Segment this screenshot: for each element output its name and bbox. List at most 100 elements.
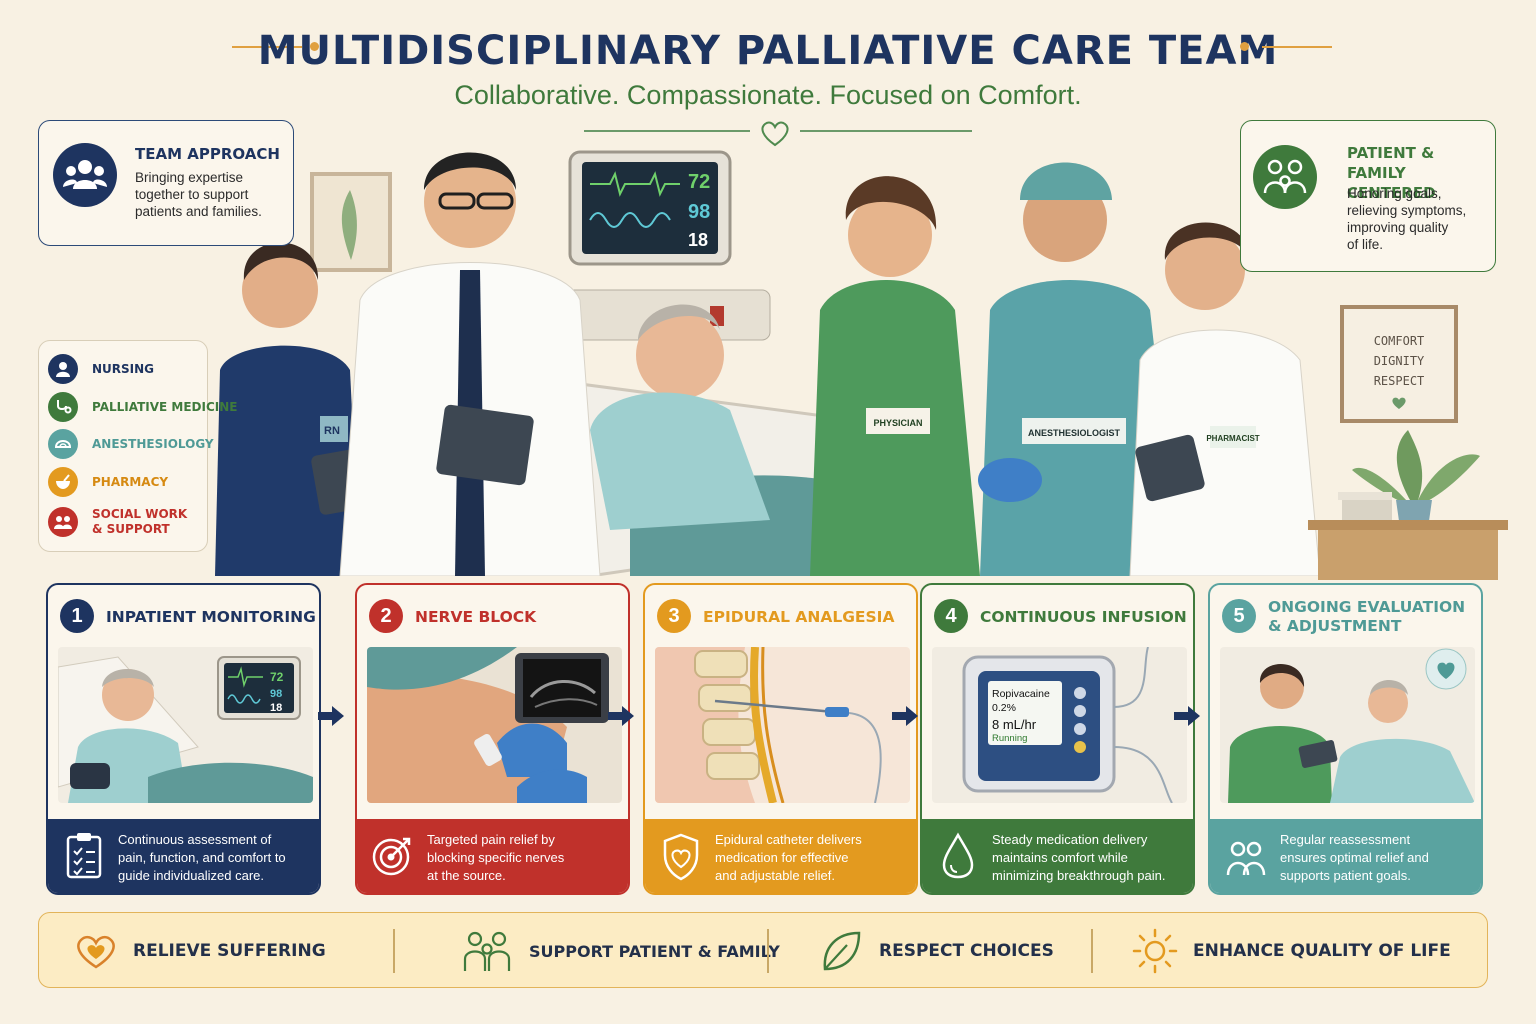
role-pharmacy: PHARMACY [48,467,168,497]
subtitle-divider-right [800,130,972,132]
picture-leaf [341,190,357,260]
svg-text:18: 18 [270,702,282,714]
arrow-right-icon [1174,706,1200,726]
title-ornament-left [232,46,302,48]
team-approach-title: TEAM APPROACH [135,145,280,163]
scrub-cap [1020,162,1112,200]
svg-text:98: 98 [270,688,282,700]
care-team-illustration: 72 98 18 RN PHYSICIAN ANESTHESIOLOGIST P… [215,150,1321,576]
people-icon [48,507,78,537]
arrow-right-icon [892,706,918,726]
evaluation-illustration [1220,647,1475,803]
svg-text:72: 72 [270,670,284,684]
separator [1091,929,1093,973]
step-inpatient-monitoring: 1 INPATIENT MONITORING 72 98 18 [46,583,321,895]
role-anesthesiology: ANESTHESIOLOGY [48,429,214,459]
team-icon [53,143,117,207]
team-approach-text: Bringing expertise together to support p… [135,170,262,219]
stethoscope-icon [48,392,78,422]
target-icon [372,837,411,876]
heart-icon [761,121,789,147]
step-footer: Epidural catheter delivers medication fo… [645,819,916,893]
heart-icon [1392,397,1406,409]
values-footer: RELIEVE SUFFERING SUPPORT PATIENT & FAMI… [38,912,1488,988]
infusion-pump-illustration: Ropivacaine 0.2% 8 mL/hr Running [932,647,1187,803]
separator [767,929,769,973]
nurse-badge: RN [324,425,340,437]
patient-family-title: PATIENT & FAMILY CENTERED [1347,144,1436,202]
family-icon [463,931,511,971]
drop-icon [942,832,974,879]
arrow-right-icon [608,706,634,726]
title-ornament-right [1262,46,1332,48]
step-description: Targeted pain relief by blocking specifi… [427,832,565,883]
value-relieve-suffering: RELIEVE SUFFERING [73,931,326,971]
pharmacist-badge: PHARMACIST [1206,434,1259,443]
monitoring-illustration: 72 98 18 [58,647,313,803]
step-title: ONGOING EVALUATION & ADJUSTMENT [1268,598,1466,635]
shield-icon [663,833,699,881]
step-description: Steady medication delivery maintains com… [992,832,1166,883]
step-continuous-infusion: 4 CONTINUOUS INFUSION Ropivacaine 0.2% 8… [920,583,1195,895]
step-footer: Regular reassessment ensures optimal rel… [1210,819,1481,893]
svg-text:Running: Running [992,733,1027,744]
patient-family-text: Honoring goals, relieving symptoms, impr… [1347,186,1467,252]
page-title: MULTIDISCIPLINARY PALLIATIVE CARE TEAM [257,28,1279,74]
step-title: NERVE BLOCK [415,607,537,626]
step-ongoing-evaluation: 5 ONGOING EVALUATION & ADJUSTMENT [1208,583,1483,895]
leaf-icon [823,931,861,971]
svg-text:8 mL/hr: 8 mL/hr [992,717,1037,732]
doctor-head [424,156,516,248]
anesthesiologist-badge: ANESTHESIOLOGIST [1028,428,1121,438]
pharmacist-coat [1129,329,1321,576]
people-icon [1226,841,1266,876]
subtitle-divider-left [584,130,750,132]
svg-text:0.2%: 0.2% [992,702,1016,714]
step-footer: Targeted pain relief by blocking specifi… [357,819,628,893]
step-epidural-analgesia: 3 EPIDURAL ANALGESIA Epidural catheter d… [643,583,918,895]
step-number: 3 [657,599,691,633]
arrow-right-icon [318,706,344,726]
pharmacist-head [1165,230,1245,310]
step-description: Epidural catheter delivers medication fo… [715,832,862,883]
step-footer: Continuous assessment of pain, function,… [48,819,319,893]
step-number: 1 [60,599,94,633]
person-icon [48,354,78,384]
monitor-hr: 72 [688,171,710,193]
role-palliative-medicine: PALLIATIVE MEDICINE [48,392,237,422]
separator [393,929,395,973]
heart-icon [1437,662,1455,679]
role-social-work: SOCIAL WORK & SUPPORT [48,507,187,537]
step-title: EPIDURAL ANALGESIA [703,607,895,626]
family-icon [1253,145,1317,209]
physician-head [848,193,932,277]
nerve-block-illustration [367,647,622,803]
mortar-icon [48,467,78,497]
step-description: Continuous assessment of pain, function,… [118,832,286,883]
sun-icon [1132,928,1178,974]
monitor-spo2: 98 [688,201,710,223]
page-subtitle: Collaborative. Compassionate. Focused on… [454,80,1082,110]
patient-family-card: PATIENT & FAMILY CENTERED Honoring goals… [1240,120,1496,272]
step-footer: Steady medication delivery maintains com… [922,819,1193,893]
patient-head [636,311,724,399]
monitor-rr: 18 [688,230,708,250]
value-quality-of-life: ENHANCE QUALITY OF LIFE [1131,928,1451,974]
side-table [1308,430,1508,580]
value-support-family: SUPPORT PATIENT & FAMILY [459,931,780,971]
values-wall-sign: COMFORT DIGNITY RESPECT [1340,305,1458,423]
step-title: INPATIENT MONITORING [106,607,316,626]
step-number: 2 [369,599,403,633]
clipboard-icon [66,833,102,879]
step-number: 4 [934,599,968,633]
step-description: Regular reassessment ensures optimal rel… [1280,832,1429,883]
title-ornament-dot-right [1240,42,1249,51]
svg-text:Ropivacaine: Ropivacaine [992,688,1050,700]
step-nerve-block: 2 NERVE BLOCK Targeted pain relief by bl… [355,583,630,895]
title-ornament-dot-left [310,42,319,51]
team-approach-card: TEAM APPROACH Bringing expertise togethe… [38,120,294,246]
mask-icon [48,429,78,459]
nurse-head [242,252,318,328]
value-respect-choices: RESPECT CHOICES [817,931,1054,971]
physician-badge: PHYSICIAN [873,418,922,428]
